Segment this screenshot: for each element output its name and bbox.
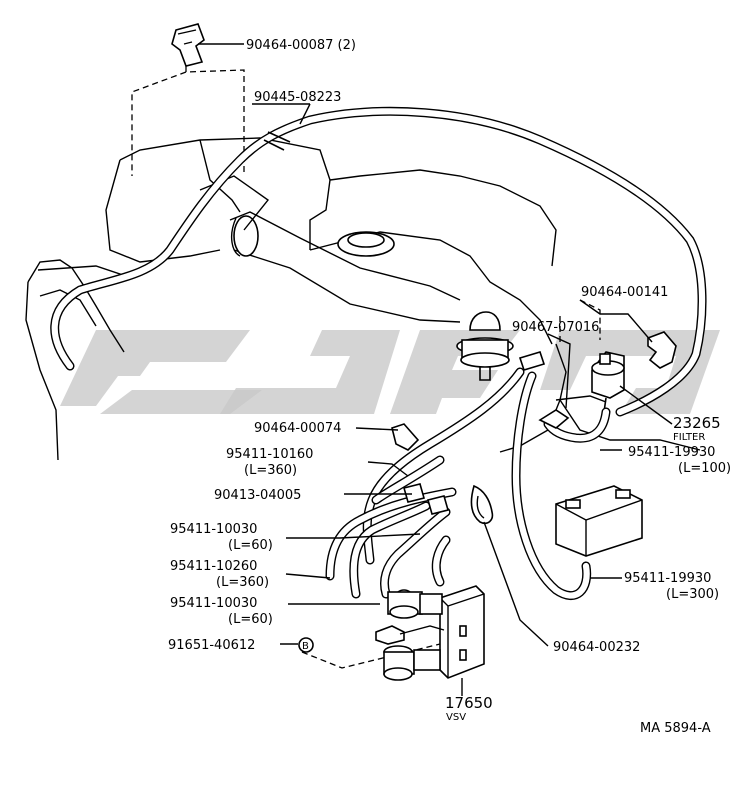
- callout-23265: 23265 FILTER: [673, 414, 721, 443]
- reference-code: MA 5894-A: [640, 721, 711, 736]
- callout-sub: (L=100): [678, 461, 731, 476]
- callout-sub: (L=300): [666, 587, 719, 602]
- callout-95411-10030-b: 95411-10030 (L=60): [170, 596, 273, 627]
- callout-sub: VSV: [446, 712, 466, 723]
- callout-text: 90464-00074: [254, 421, 341, 436]
- callout-17650: 17650 VSV: [445, 694, 493, 723]
- callout-text: 90464-00087 (2): [246, 38, 356, 53]
- callout-90464-00074: 90464-00074: [254, 421, 341, 436]
- callout-90413-04005: 90413-04005: [214, 488, 301, 503]
- callout-90464-00087: 90464-00087 (2): [246, 38, 356, 53]
- leader-lines: [198, 43, 673, 696]
- callout-text: 90464-00141: [581, 285, 668, 300]
- marker-letter: B: [302, 641, 309, 652]
- callout-95411-19930-l300: 95411-19930 (L=300): [624, 571, 719, 602]
- callout-text: 95411-10030: [170, 596, 257, 611]
- callout-text: 23265: [673, 414, 721, 432]
- hose-95411-19930-l100: [538, 407, 611, 443]
- callout-text: 90413-04005: [214, 488, 301, 503]
- hose-95411-19930-l300: [511, 371, 592, 600]
- callout-90445-08223: 90445-08223: [254, 90, 341, 105]
- hose-90445-08223: [50, 106, 707, 417]
- callout-90467-07016: 90467-07016: [512, 320, 599, 335]
- callout-text: 90445-08223: [254, 90, 341, 105]
- callout-sub: FILTER: [673, 432, 705, 443]
- callout-text: 91651-40612: [168, 638, 255, 653]
- callout-text: 95411-19930: [624, 571, 711, 586]
- modulator-drawing: [456, 311, 546, 381]
- callout-sub: (L=60): [228, 538, 273, 553]
- callout-text: 95411-10160: [226, 447, 313, 462]
- callout-95411-10030-a: 95411-10030 (L=60): [170, 522, 273, 553]
- callout-text: 17650: [445, 694, 493, 712]
- callout-91651-40612: 91651-40612 B: [168, 637, 314, 653]
- callout-text: 95411-10260: [170, 559, 257, 574]
- callout-sub: (L=60): [228, 612, 273, 627]
- hose-bundle: [325, 367, 525, 599]
- callout-text: 95411-10030: [170, 522, 257, 537]
- callout-sub: (L=360): [244, 463, 297, 478]
- callout-90464-00232: 90464-00232: [553, 640, 640, 655]
- clip-90464-00232-drawing: [470, 484, 494, 525]
- clip-90464-00141-drawing: [647, 331, 677, 369]
- callout-95411-10260: 95411-10260 (L=360): [170, 559, 269, 590]
- callout-text: 95411-19930: [628, 445, 715, 460]
- canister-box: [555, 485, 643, 557]
- marker-circle: [298, 637, 314, 653]
- callout-text: 90464-00232: [553, 640, 640, 655]
- engine-outline: [25, 137, 701, 461]
- filter-23265-drawing: [591, 351, 625, 413]
- clip-90464-00087-drawing: [171, 23, 205, 67]
- vsv-17650-drawing: [375, 585, 485, 681]
- callout-90464-00141: 90464-00141: [581, 285, 668, 300]
- callout-sub: (L=360): [216, 575, 269, 590]
- callout-text: 90467-07016: [512, 320, 599, 335]
- callout-95411-19930-l100: 95411-19930 (L=100): [628, 445, 731, 476]
- callout-95411-10160: 95411-10160 (L=360): [226, 447, 313, 478]
